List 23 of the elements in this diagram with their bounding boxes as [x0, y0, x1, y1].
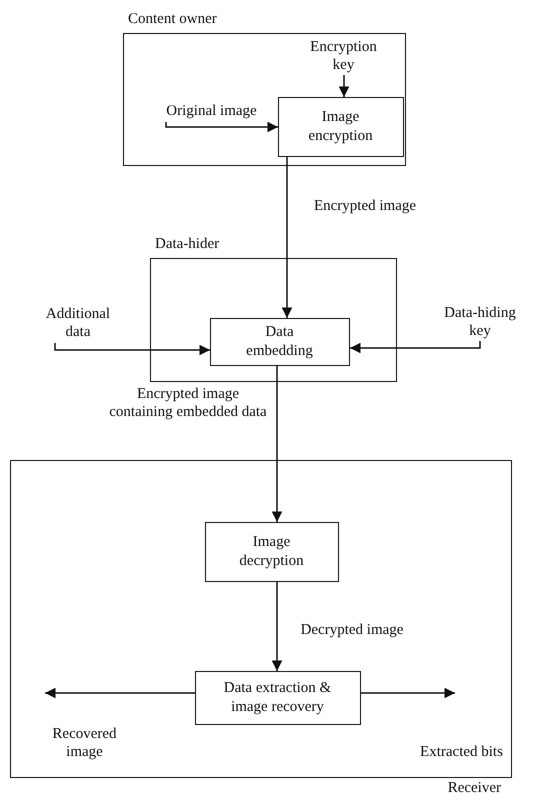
input-label: Additional data: [35, 303, 121, 343]
input-label: Encryption key: [304, 36, 384, 74]
arrow: [272, 366, 282, 522]
arrow: [361, 688, 455, 698]
process-box: Image encryption: [278, 96, 404, 156]
input-label: Extracted bits: [420, 692, 504, 760]
process-box: Data extraction & image recovery: [194, 670, 360, 724]
input-label: Recovered image: [40, 692, 130, 760]
arrow: [350, 341, 481, 354]
input-label: Data-hiding key: [436, 303, 524, 341]
arrow: [45, 688, 195, 698]
arrow: [282, 157, 292, 318]
arrow: [338, 75, 350, 97]
process-box: Image decryption: [204, 522, 338, 582]
input-label: Original image: [150, 100, 274, 122]
process-box: Data embedding: [210, 318, 350, 366]
group-title: Data-hider: [155, 236, 220, 253]
arrow: [272, 582, 282, 671]
arrow: [54, 343, 210, 356]
group-title: Content owner: [128, 11, 217, 28]
arrow: [165, 122, 278, 132]
group-title: Receiver: [448, 780, 501, 797]
edge-label: Encrypted image containing embedded data: [108, 385, 268, 421]
